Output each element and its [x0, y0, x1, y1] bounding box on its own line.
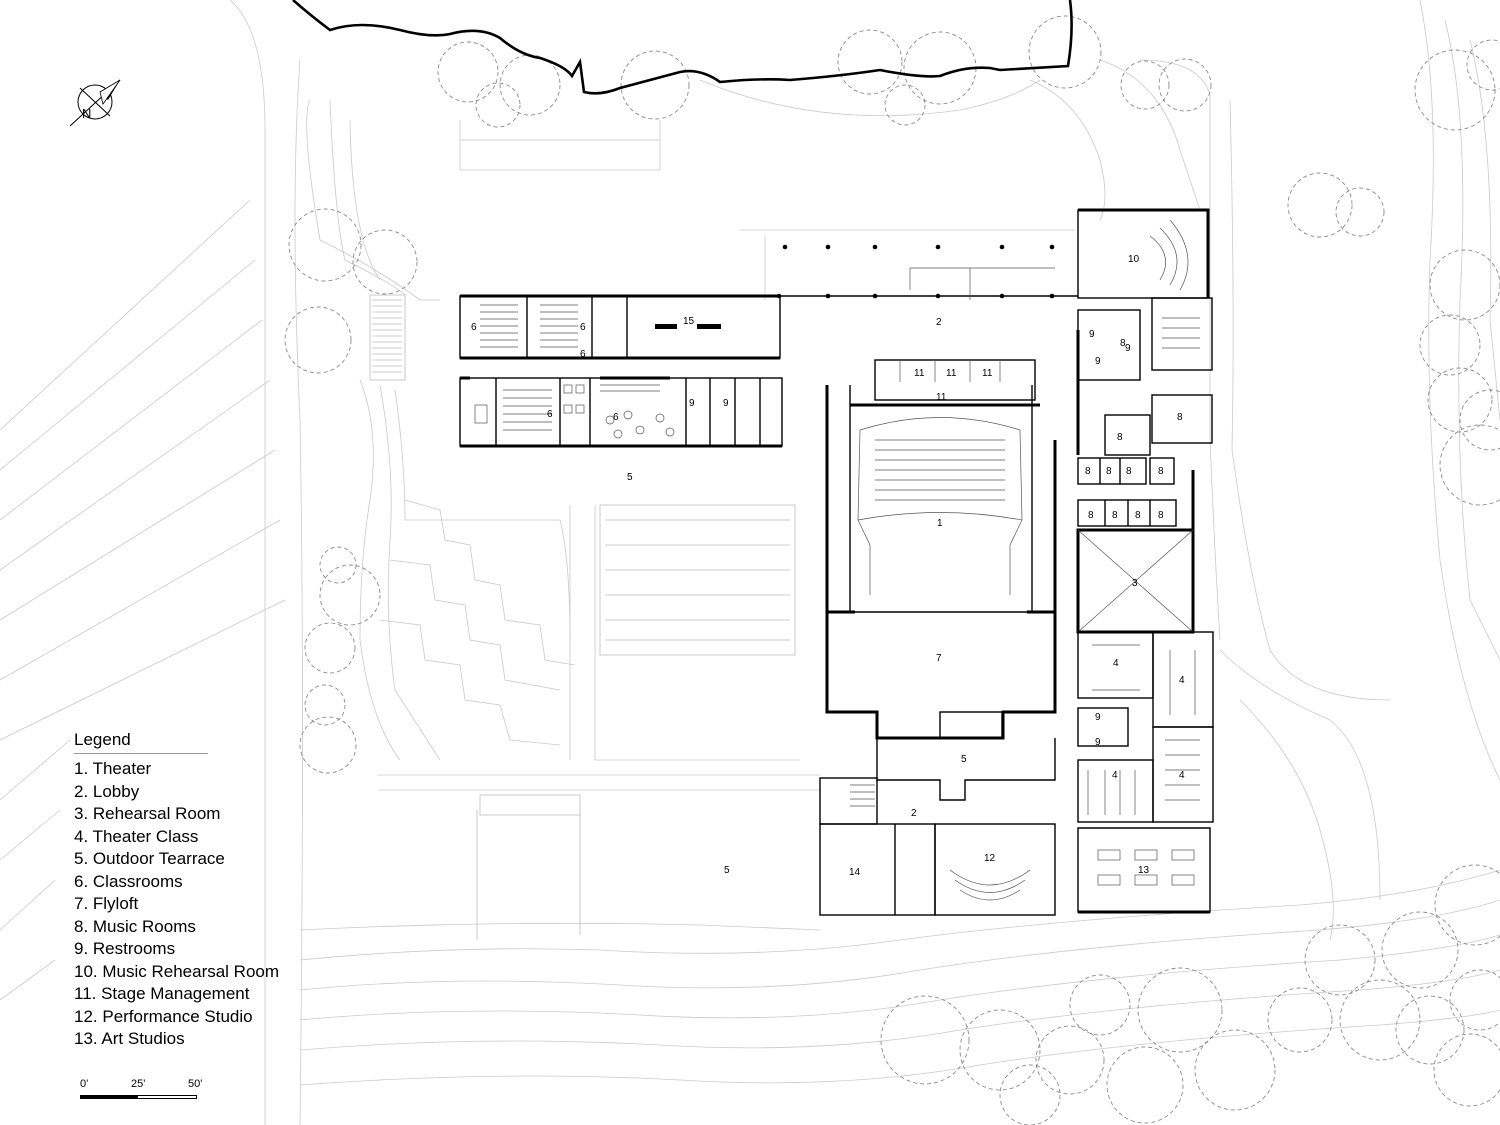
room-label: 11 [982, 368, 993, 379]
room-label: 9 [1095, 712, 1101, 723]
north-arrow: N [69, 79, 121, 127]
lobby-area [776, 244, 1078, 300]
legend-item: 10. Music Rehearsal Room [74, 961, 280, 981]
legend-item: 11. Stage Management [74, 984, 250, 1003]
room-label: 11 [936, 392, 947, 403]
legend-item: 2. Lobby [74, 781, 140, 801]
room-label: 8 [1158, 466, 1164, 477]
legend-item: 4. Theater Class [74, 826, 199, 846]
north-label: N [82, 106, 91, 121]
scale-tick-label: 25' [131, 1078, 146, 1090]
legend-list: 1. Theater 2. Lobby 3. Rehearsal Room 4.… [74, 758, 284, 1051]
scale-bar: 0' 25' 50' [80, 1078, 210, 1108]
room-label: 3 [1132, 578, 1138, 589]
room-label: 6 [613, 412, 619, 423]
room-label: 8 [1126, 466, 1132, 477]
room-label: 4 [1112, 770, 1118, 781]
room-label: 9 [723, 398, 729, 409]
room-label: 2 [936, 317, 942, 328]
room-label: 4 [1113, 658, 1119, 669]
site-paving [369, 294, 796, 940]
legend-item: 5. Outdoor Tearrace [74, 849, 225, 868]
room-label: 5 [627, 472, 633, 483]
legend-item: 1. Theater [74, 759, 152, 778]
room-label: 8 [1158, 510, 1164, 521]
room-label: 8 [1106, 466, 1112, 477]
room-label: 9 [1095, 356, 1101, 367]
creek-outline [292, 0, 1073, 95]
scale-bar-segment [80, 1095, 137, 1099]
south-block [819, 738, 1056, 916]
legend-item: 13. Art Studios [74, 1029, 185, 1048]
room-label: 4 [1179, 770, 1185, 781]
room-label: 7 [936, 653, 942, 664]
scale-tick-label: 50' [188, 1078, 203, 1090]
room-label: 2 [911, 808, 917, 819]
room-label: 8 [1135, 510, 1141, 521]
room-label: 8 [1088, 510, 1094, 521]
room-label: 9 [689, 398, 695, 409]
room-label: 11 [914, 368, 925, 379]
scale-tick-label: 0' [80, 1078, 89, 1090]
room-label: 8 [1177, 412, 1183, 423]
room-labels: 1 2 2 3 4 4 4 4 5 5 5 6 6 6 6 6 7 8 8 8 … [471, 254, 1185, 878]
classroom-wing [459, 294, 783, 448]
room-label: 8 [1112, 510, 1118, 521]
legend-item: 9. Restrooms [74, 939, 176, 958]
room-label: 5 [724, 865, 730, 876]
legend-item: 12. Performance Studio [74, 1006, 253, 1026]
room-label: 13 [1138, 865, 1150, 876]
room-label: 9 [1089, 329, 1095, 340]
room-label: 9 [1125, 343, 1131, 354]
legend: Legend 1. Theater 2. Lobby 3. Rehearsal … [74, 729, 284, 1051]
room-label: 14 [849, 867, 861, 878]
room-label: 1 [937, 518, 943, 529]
legend-item: 3. Rehearsal Room [74, 804, 221, 823]
room-label: 6 [580, 349, 586, 360]
room-label: 12 [984, 853, 996, 864]
room-label: 6 [471, 322, 477, 333]
room-label: 4 [1179, 675, 1185, 686]
room-label: 8 [1117, 432, 1123, 443]
room-label: 10 [1128, 254, 1140, 265]
room-label: 8 [1120, 338, 1126, 349]
room-label: 11 [946, 368, 957, 379]
scale-bar-segment [137, 1095, 197, 1099]
legend-item: 6. Classrooms [74, 871, 183, 891]
legend-item: 7. Flyloft [74, 894, 139, 913]
room-label: 5 [961, 754, 967, 765]
room-label: 6 [547, 409, 553, 420]
room-label: 15 [683, 316, 695, 327]
legend-title: Legend [74, 729, 208, 754]
room-label: 9 [1095, 737, 1101, 748]
legend-item: 8. Music Rooms [74, 916, 196, 936]
theater-block [825, 359, 1057, 740]
tree-canopies [284, 15, 1500, 1125]
room-label: 8 [1085, 466, 1091, 477]
east-wing [1076, 208, 1214, 914]
room-label: 6 [580, 322, 586, 333]
